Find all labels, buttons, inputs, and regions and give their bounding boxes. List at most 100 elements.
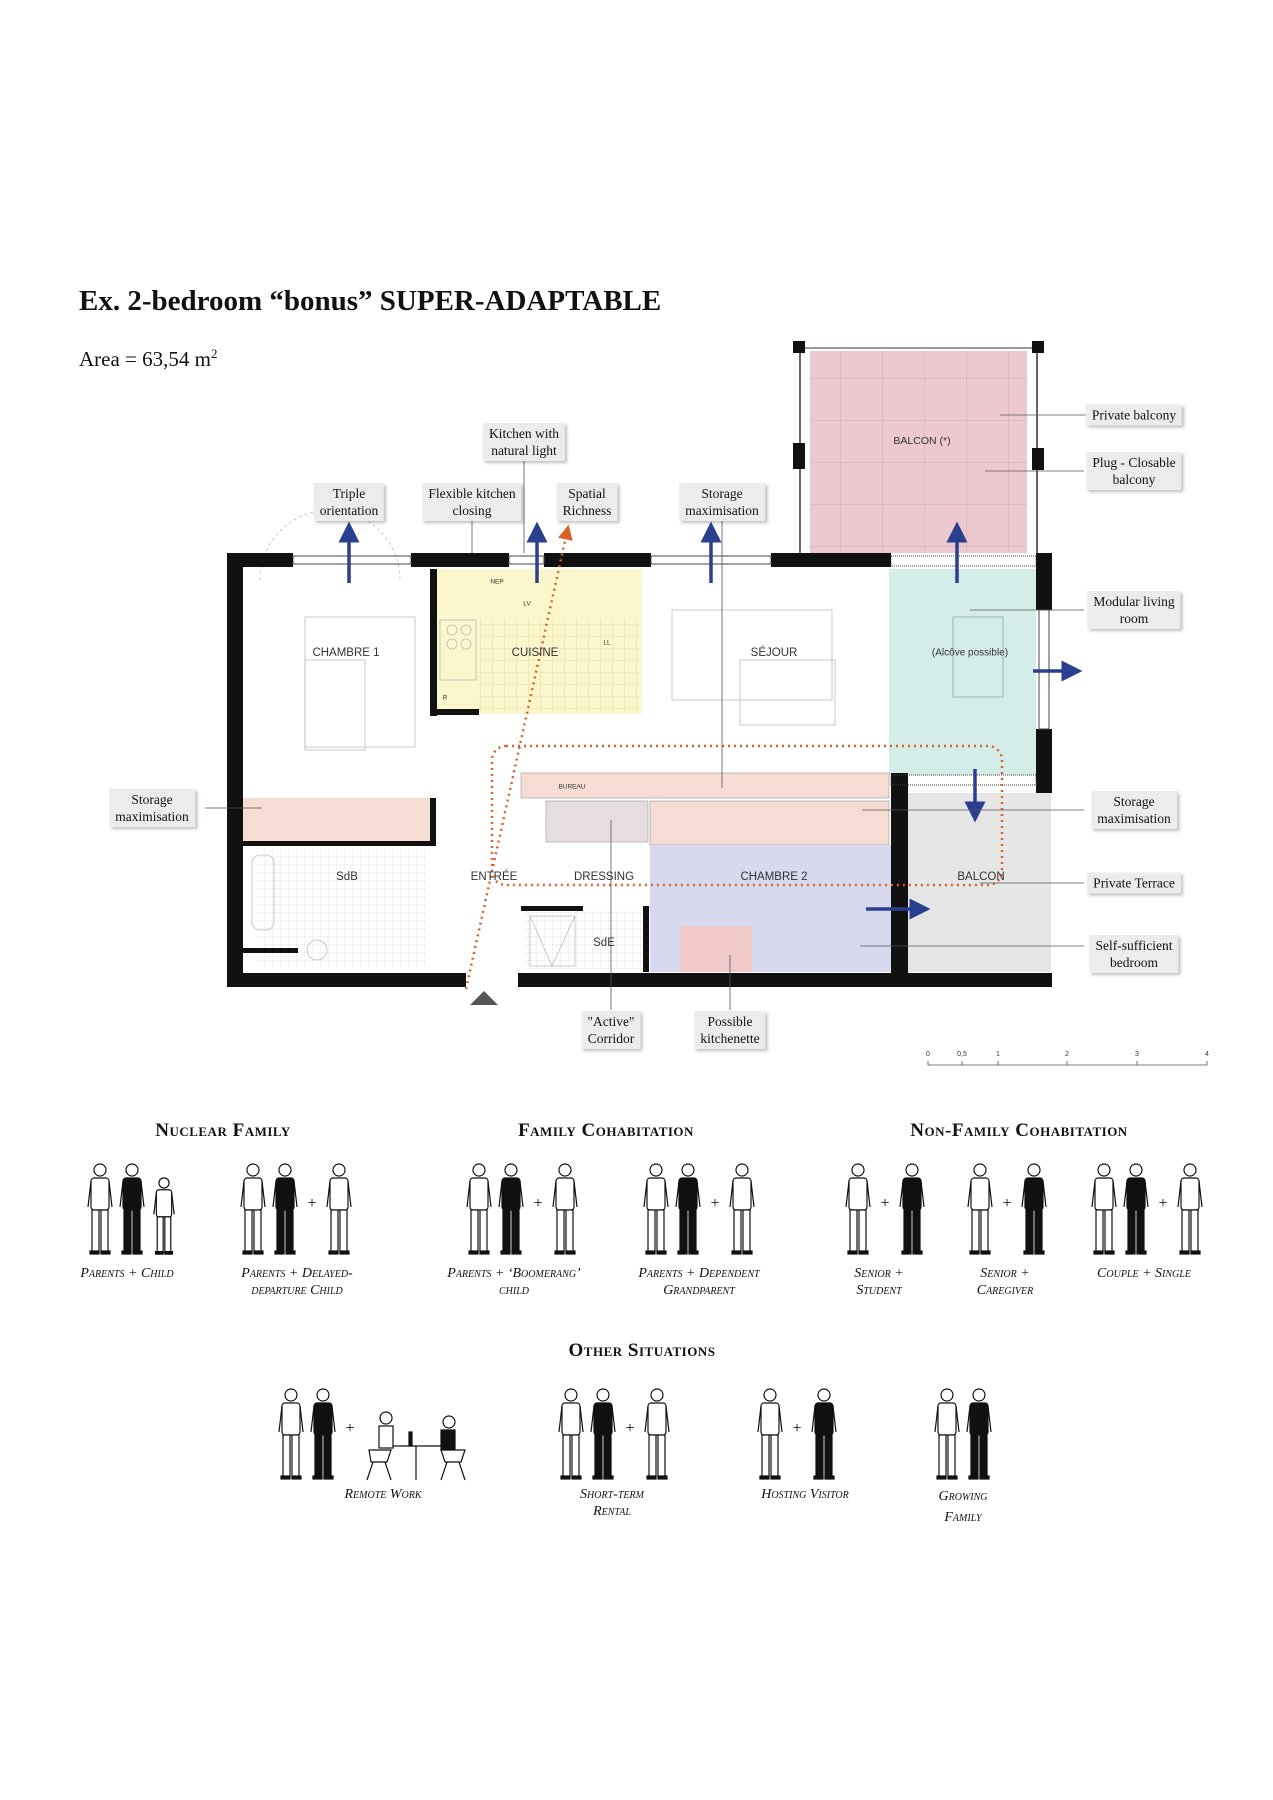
plus-sign: + <box>345 1420 354 1437</box>
plus-sign: + <box>710 1195 719 1212</box>
person-figure <box>498 1163 524 1255</box>
callout-line: room <box>1119 611 1149 626</box>
orientation-arrows <box>338 521 1083 920</box>
entrance-marker <box>470 991 498 1005</box>
callout-line: balcony <box>1112 472 1156 487</box>
plus-sign: + <box>625 1420 634 1437</box>
plus-sign: + <box>307 1195 316 1212</box>
plus-sign: + <box>1002 1195 1011 1212</box>
figures-delayed-departure: + <box>237 1163 355 1263</box>
person-figure <box>119 1163 145 1255</box>
figure-group-svg: + <box>643 1163 755 1255</box>
callout-line: Richness <box>562 503 612 518</box>
person-figure <box>757 1388 783 1480</box>
person-figure <box>729 1163 755 1255</box>
caption: Senior +Caregiver <box>977 1265 1034 1299</box>
person-figure <box>240 1163 266 1255</box>
figure-group-svg <box>87 1163 175 1255</box>
caption-line: Grandparent <box>663 1283 735 1298</box>
callout-line: Flexible kitchen <box>428 486 516 501</box>
scale-label: 3 <box>1135 1051 1139 1058</box>
callout-line: Storage <box>1113 794 1155 809</box>
person-figure <box>466 1163 492 1255</box>
person-figure <box>811 1388 837 1480</box>
figures-senior-student: + <box>842 1163 928 1263</box>
caption-line: Rental <box>593 1504 631 1519</box>
figures-boomerang: + <box>463 1163 581 1263</box>
section-title-nuclear: Nuclear Family <box>155 1120 291 1141</box>
section-title-nonfamily: Non-Family Cohabitation <box>910 1120 1128 1141</box>
callout-line: bedroom <box>1109 955 1158 970</box>
figure-group-svg: + <box>558 1388 670 1480</box>
person-figure <box>899 1163 925 1255</box>
callout-line: maximisation <box>115 809 189 824</box>
callout-private-balcony: Private balcony <box>1085 404 1183 426</box>
figure-group-svg: + <box>278 1388 466 1481</box>
room-label-bureau: BUREAU <box>558 783 586 791</box>
callout-private-terrace: Private Terrace <box>1087 872 1181 894</box>
caption: Parents + ‘Boomerang’ child <box>447 1265 580 1299</box>
caption-line: Student <box>856 1283 902 1298</box>
figures-hosting-visitor: + <box>754 1388 840 1488</box>
caption-line: Couple + Single <box>1097 1266 1191 1281</box>
plus-sign: + <box>792 1420 801 1437</box>
caption-line: departure Child <box>251 1283 343 1298</box>
caption: Parents + Child <box>80 1265 173 1282</box>
caption-line: Parents + ‘Boomerang’ <box>447 1266 581 1281</box>
active-corridor-path <box>464 524 1004 990</box>
figures-grandparent: + <box>640 1163 758 1263</box>
kitchenette-zone <box>680 926 752 972</box>
caption: Remote Work <box>344 1486 421 1503</box>
person-figure <box>558 1388 584 1480</box>
storage-left-zone <box>243 798 430 842</box>
person-figure <box>934 1388 960 1480</box>
callout-line: Modular living <box>1093 594 1175 609</box>
figure-group-svg <box>934 1388 992 1480</box>
callout-active-corridor: "Active"Corridor <box>581 1011 641 1049</box>
area-label: Area = 63,54 m2 <box>79 346 217 372</box>
room-label-sdb: SdB <box>336 871 358 883</box>
caption-line: Remote Work <box>344 1487 422 1502</box>
callout-line: Possible <box>707 1014 753 1029</box>
area-exponent: 2 <box>210 346 218 361</box>
callout-line: Self-sufficient <box>1095 938 1173 953</box>
caption: Couple + Single <box>1097 1265 1191 1282</box>
figures-short-term: + <box>555 1388 673 1488</box>
caption-line: Parents + Delayed- <box>241 1266 353 1281</box>
caption: Hosting Visitor <box>761 1486 849 1503</box>
caption-line: child <box>498 1283 530 1298</box>
figure-group-svg: + <box>240 1163 352 1255</box>
person-figure <box>278 1388 304 1480</box>
person-figure <box>845 1163 871 1255</box>
storage-bedroom2-zone <box>649 800 890 846</box>
person-figure <box>310 1388 336 1480</box>
scale-label: 0,5 <box>957 1051 967 1058</box>
room-label-dressing: DRESSING <box>573 871 635 883</box>
figures-senior-caregiver: + <box>964 1163 1050 1263</box>
callout-self-sufficient-bedroom: Self-sufficient bedroom <box>1089 935 1179 973</box>
caption-line: Senior + <box>854 1266 904 1281</box>
person-figure <box>644 1388 670 1480</box>
remote-work-table <box>366 1411 466 1481</box>
person-figure <box>87 1163 113 1255</box>
person-figure <box>675 1163 701 1255</box>
figure-group-svg: + <box>967 1163 1047 1255</box>
callout-flexible-kitchen: Flexible kitchen closing <box>422 483 522 521</box>
person-figure <box>1177 1163 1203 1255</box>
callout-line: maximisation <box>1097 811 1171 826</box>
callout-line: Corridor <box>587 1031 635 1046</box>
person-figure <box>1091 1163 1117 1255</box>
room-label-chambre1: CHAMBRE 1 <box>312 647 380 659</box>
person-figure <box>153 1177 175 1255</box>
room-label-lv: LV <box>523 600 531 608</box>
figures-parents-child <box>84 1163 180 1263</box>
room-label-cuisine: CUISINE <box>511 647 559 659</box>
callout-line: closing <box>452 503 492 518</box>
room-label-ll: LL <box>603 639 611 647</box>
